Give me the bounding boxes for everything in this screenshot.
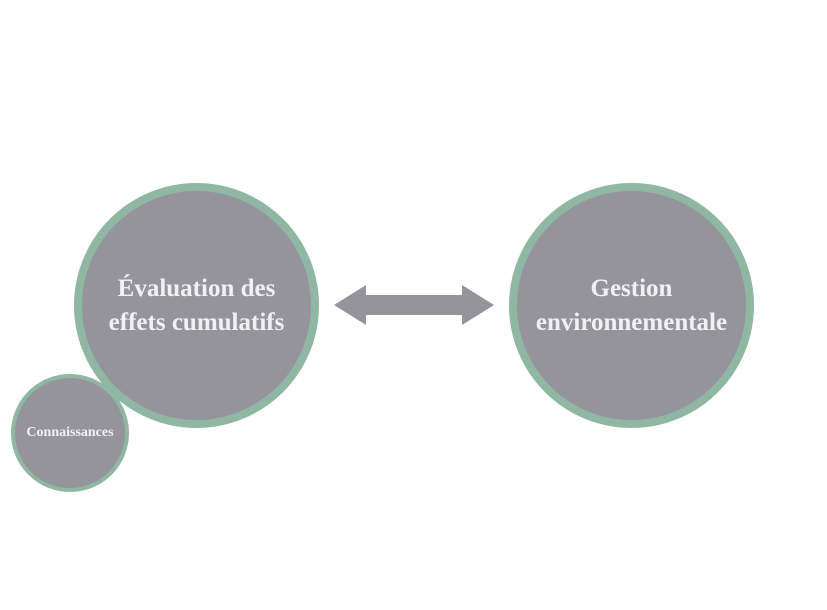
- bidirectional-arrow-icon: [334, 285, 494, 325]
- connaissances-node: Connaissances: [11, 374, 129, 492]
- evaluation-effets-cumulatifs-label: Évaluation des effets cumulatifs: [108, 274, 285, 336]
- evaluation-effets-cumulatifs-node: Évaluation des effets cumulatifs: [74, 183, 319, 428]
- gestion-environnementale-node: Gestion environnementale: [509, 183, 754, 428]
- connaissances-label: Connaissances: [26, 425, 114, 440]
- gestion-environnementale-label: Gestion environnementale: [535, 274, 728, 336]
